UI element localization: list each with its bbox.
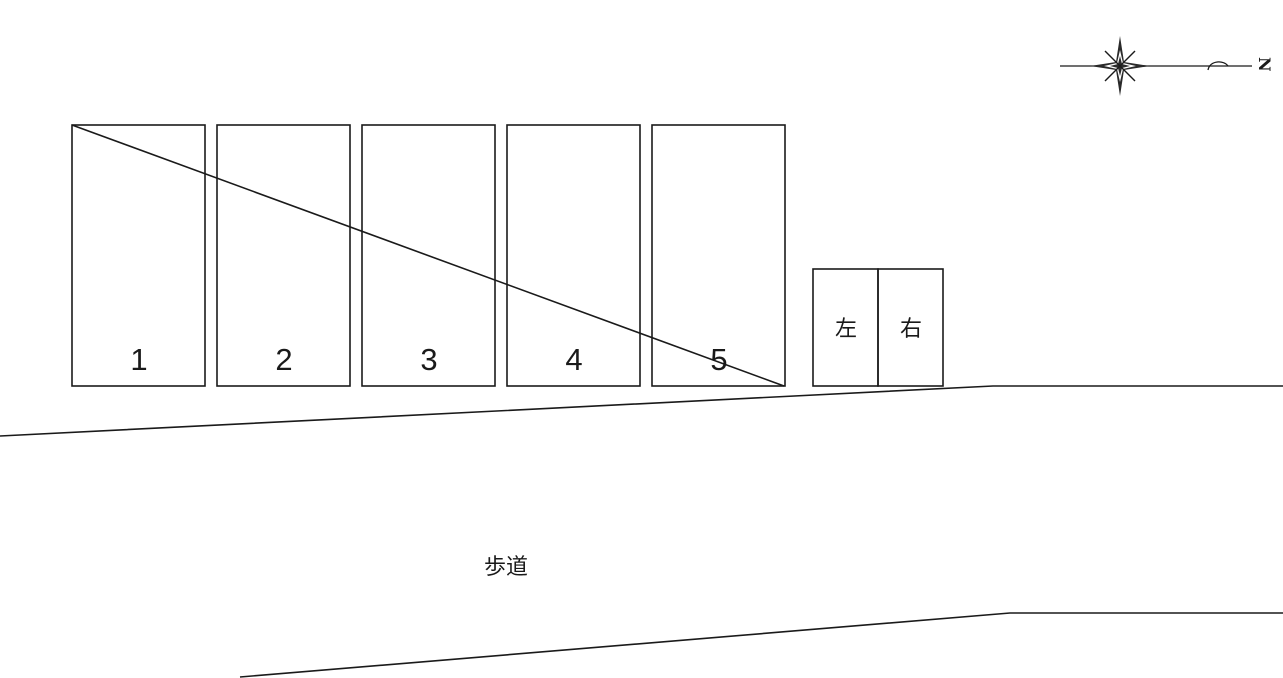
parking-space-label-3: 3: [420, 342, 437, 377]
bike-space-label-right: 右: [900, 317, 922, 342]
sidewalk-label: 歩道: [484, 555, 528, 580]
parking-space-3: [361, 124, 496, 387]
parking-space-label-1: 1: [130, 342, 147, 377]
sidewalk-lower-edge: [239, 612, 1283, 678]
parking-space-5: [651, 124, 786, 387]
compass-hook-icon: [1207, 61, 1229, 71]
parking-space-label-4: 4: [565, 342, 582, 377]
parking-space-4: [506, 124, 641, 387]
parking-space-1: [71, 124, 206, 387]
bike-space-label-left: 左: [835, 317, 857, 342]
diagonal-strike-line: [71, 124, 785, 387]
compass-icon: N: [1060, 36, 1274, 96]
parking-space-2: [216, 124, 351, 387]
parking-space-label-5: 5: [710, 342, 727, 377]
bike-space-right: [877, 268, 944, 387]
sidewalk-upper-edge: [0, 385, 1283, 437]
compass-north-label: N: [1255, 57, 1274, 72]
parking-space-label-2: 2: [275, 342, 292, 377]
